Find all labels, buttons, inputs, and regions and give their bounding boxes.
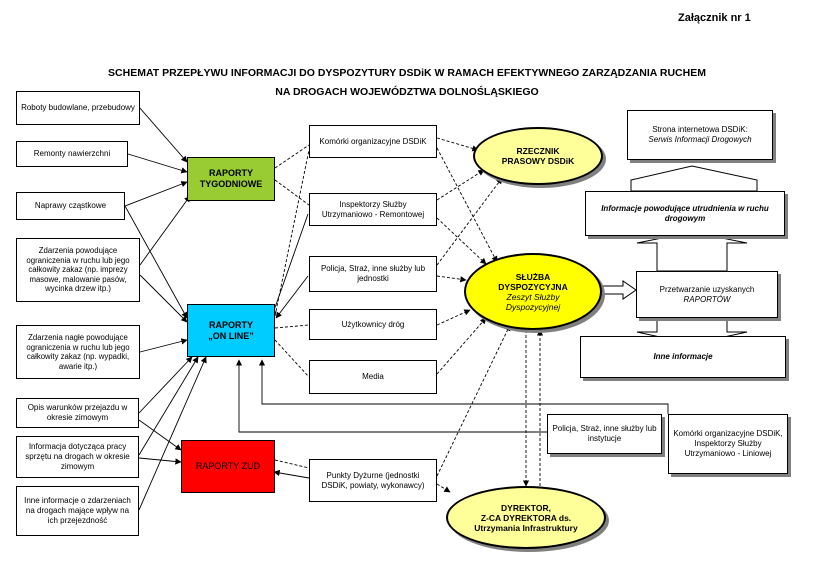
raporty-zud-box: RAPORTY ZUD [181, 440, 275, 493]
dash-komorki-rzecznik [436, 137, 479, 152]
rzecznik-prasowy-ellipse: RZECZNIK PRASOWY DSDiK [473, 127, 603, 185]
dash-punkty-dyrektor [436, 483, 451, 493]
sluzba-dyspozycyjna-ellipse: SŁUŻBA DYSPOZYCYJNA Zeszyt Służby Dyspoz… [464, 253, 602, 330]
line-nagle-online [139, 338, 188, 353]
raporty-online-box: RAPORTY „ON LINE” [187, 304, 275, 357]
przetwarzanie-label-1: Przetwarzanie uzyskanych [659, 284, 755, 294]
source-inne-informacje: Inne informacje o zdarzeniach na drogach… [16, 486, 139, 536]
strona-label-1: Strona internetowa DSDiK: [652, 125, 748, 134]
rzecznik-label-1: RZECZNIK [516, 146, 560, 156]
dash-komorki-sluzba [436, 147, 498, 263]
line-inspektorzy-online [270, 213, 309, 317]
dyrektor-ellipse: DYREKTOR, Z-CA DYREKTORA ds. Utrzymania … [446, 486, 606, 549]
source-zdarzenia-ograniczenia: Zdarzenia powodujące ograniczenia w ruch… [16, 238, 140, 302]
policja-instytucje-box: Policja, Straż, inne służby lub instytuc… [547, 414, 662, 454]
dyrektor-label-2: Z-CA DYREKTORA ds. [480, 512, 572, 523]
line-informacja-zud [138, 457, 182, 465]
dash-tygodniowe-komorki [274, 144, 310, 169]
arrow-sluzba-przetwarzanie [599, 280, 637, 300]
line-zdarzenia-online [139, 274, 188, 323]
annex-label: Załącznik nr 1 [678, 12, 751, 24]
line-roboty-tygodniowe [138, 106, 188, 163]
actor-komorki-organizacyjne: Komórki organizacyjne DSDiK [309, 125, 437, 158]
line-opis-zud [138, 419, 182, 451]
strona-label-2: Serwis Informacji Drogowych [648, 135, 752, 144]
source-opis-warunkow: Opis warunków przejazdu w okresie zimowy… [16, 398, 139, 428]
inne-informacje-box: Inne informacje [580, 336, 786, 378]
dash-policja-rzecznik [436, 177, 503, 266]
line-policja-instytucje-online [235, 359, 547, 433]
dash-zud-punkty [274, 459, 310, 469]
komorki-inspektorzy-liniowej-box: Komórki organizacyjne DSDiK, Inspektorzy… [668, 414, 788, 474]
line-informacja-online [138, 356, 199, 456]
source-naprawy-czastkowe: Naprawy cząstkowe [16, 192, 125, 220]
source-informacja-pracy: Informacja dotycząca pracy sprzętu na dr… [16, 436, 139, 478]
diagram-title-line1: SCHEMAT PRZEPŁYWU INFORMACJI DO DYSPOZYT… [108, 67, 706, 79]
actor-policja-straz: Policja, Straż, inne służby lub jednostk… [309, 256, 437, 292]
sluzba-label-2: DYSPOZYCYJNA [498, 281, 568, 292]
actor-punkty-dyzurne: Punkty Dyżurne (jednostki DSDiK, powiaty… [309, 459, 437, 502]
dash-media-sluzba [436, 317, 487, 375]
strona-internetowa-box: Strona internetowa DSDiK: Serwis Informa… [627, 110, 773, 160]
dash-tygodniowe-inspektorzy [274, 179, 310, 206]
przetwarzanie-raportow-box: Przetwarzanie uzyskanych RAPORTÓW [636, 271, 778, 318]
raporty-tygodniowe-box: RAPORTY TYGODNIOWE [187, 157, 275, 201]
dash-uzytkownicy-sluzba [436, 309, 471, 326]
raporty-tygodniowe-label: RAPORTY TYGODNIOWE [199, 168, 263, 189]
line-remonty-tygodniowe [127, 153, 188, 174]
raporty-online-label-2: „ON LINE” [208, 330, 254, 341]
dash-online-komorki [274, 149, 310, 317]
actor-inspektorzy: Inspektorzy Służby Utrzymaniowo - Remont… [309, 193, 437, 226]
sluzba-label-3: Zeszyt Służby Dyspozycyjnej [505, 291, 561, 312]
dash-online-media [274, 339, 310, 378]
przetwarzanie-label-2: RAPORTÓW [683, 294, 731, 304]
raporty-zud-label: RAPORTY ZUD [195, 461, 261, 471]
line-opis-online [138, 356, 193, 414]
dash-inspektorzy-sluzba [436, 217, 487, 265]
dyrektor-label-1: DYREKTOR, [501, 502, 551, 513]
actor-media: Media [309, 360, 437, 394]
line-naprawy-tygodniowe [124, 181, 188, 207]
source-zdarzenia-nagle: Zdarzenia nagłe powodujące ograniczenia … [16, 325, 140, 379]
line-komorki-inspektorzy-online [258, 359, 669, 414]
line-naprawy-online [124, 205, 188, 319]
dash-punkty-sluzba [436, 324, 511, 477]
diagram-title-line2: NA DROGACH WOJEWÓDZTWA DOLNOŚLĄSKIEGO [275, 86, 539, 98]
source-roboty-budowlane: Roboty budowlane, przebudowy [16, 91, 140, 125]
line-inne-online [138, 356, 207, 511]
raporty-online-label-1: RAPORTY [208, 319, 253, 330]
dyrektor-label-3: Utrzymania Infrastruktury [474, 522, 578, 533]
source-remonty-nawierzchni: Remonty nawierzchni [16, 141, 128, 167]
dash-inspektorzy-rzecznik [436, 169, 485, 201]
actor-uzytkownicy-drog: Użytkownicy dróg [309, 309, 437, 340]
arrow-informacje-strona [630, 165, 758, 192]
arrow-przetwarzanie-informacje [636, 231, 748, 272]
line-zdarzenia-tygodniowe [139, 195, 191, 266]
dash-online-uzytkownicy [274, 324, 310, 329]
informacje-utrudnienia-box: Informacje powodujące utrudnienia w ruch… [585, 191, 785, 236]
line-policja-online [275, 275, 309, 319]
line-punkty-zud [273, 469, 310, 479]
rzecznik-label-2: PRASOWY DSDiK [501, 156, 575, 166]
sluzba-label-1: SŁUŻBA [515, 271, 551, 282]
dash-policja-sluzba [436, 275, 467, 283]
